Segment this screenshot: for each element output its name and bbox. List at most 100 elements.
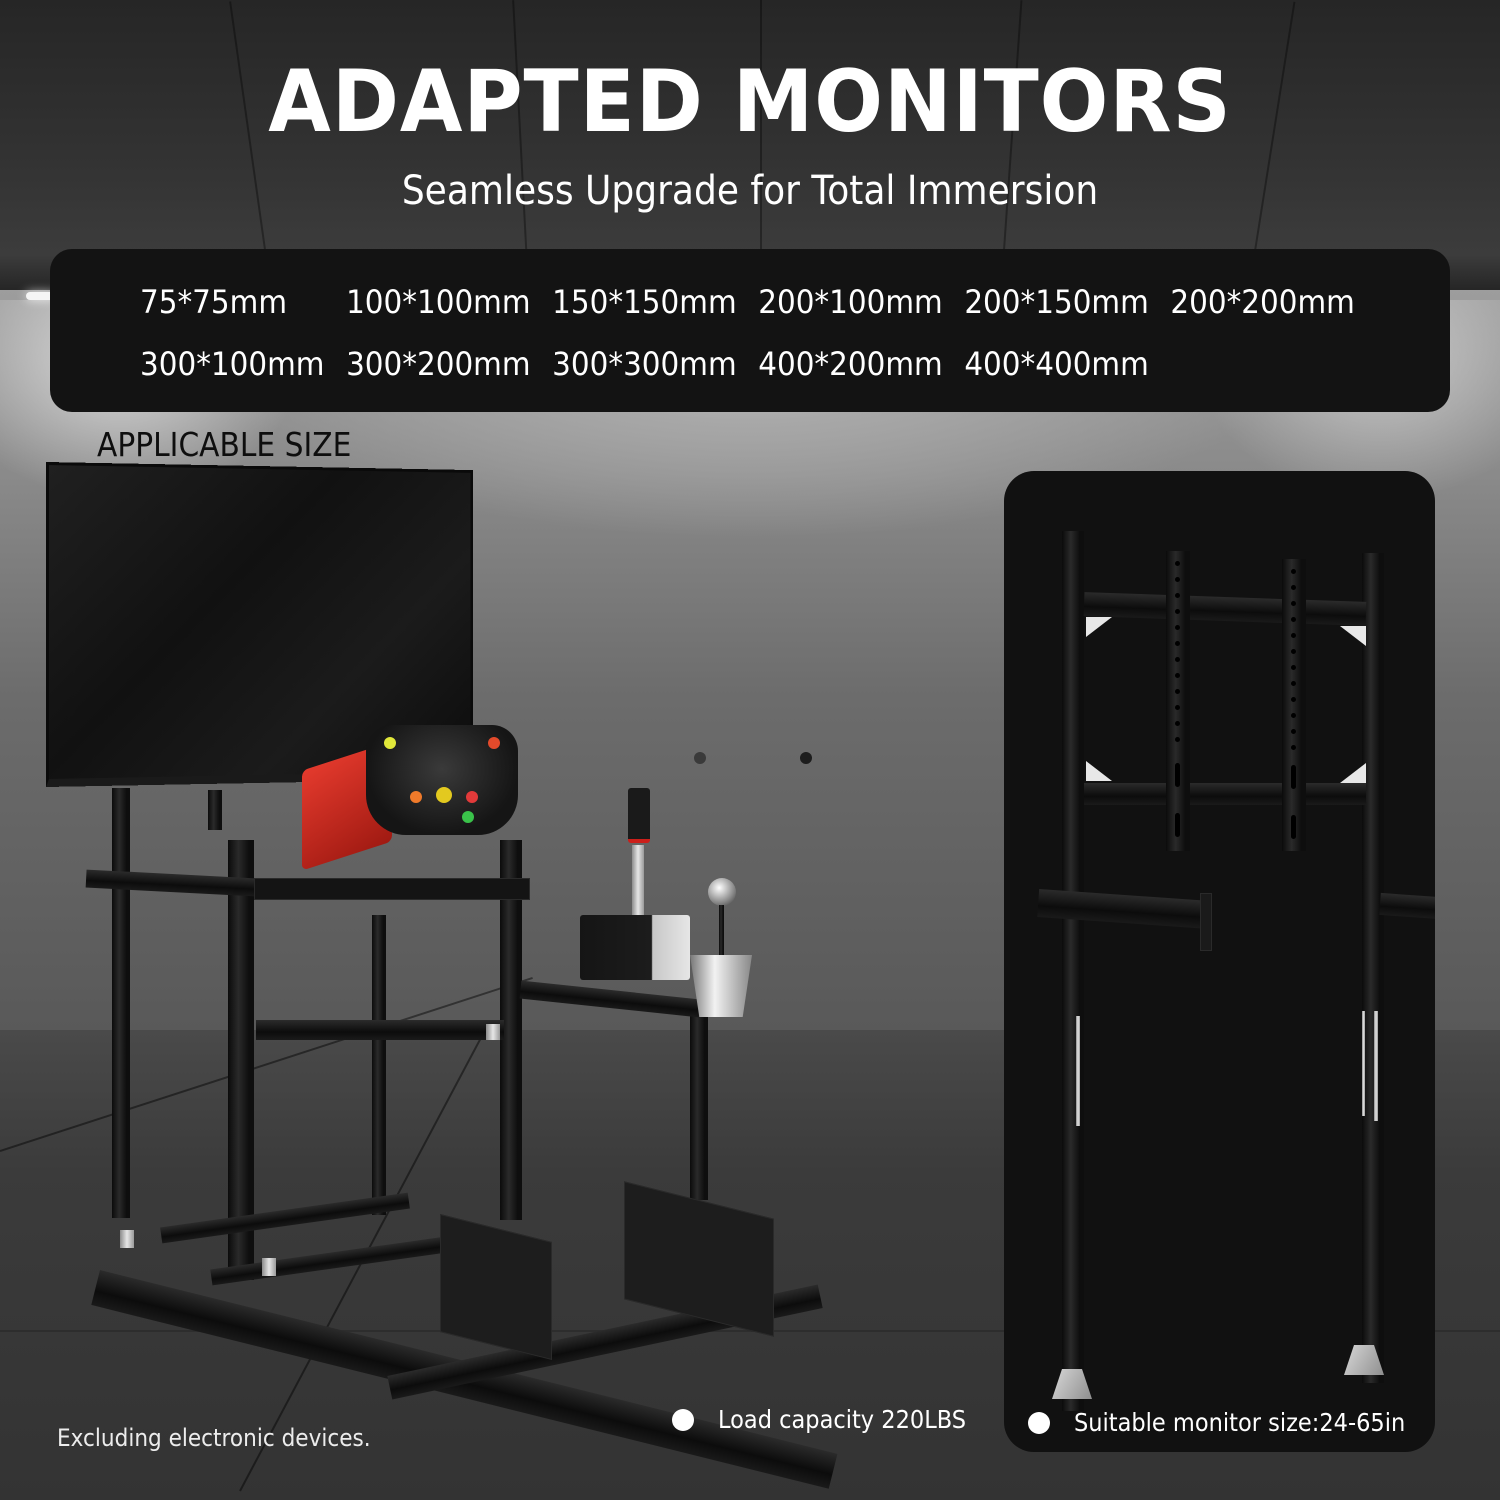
monitor-post [208, 790, 222, 830]
mount-hole [1291, 569, 1296, 574]
page-subtitle: Seamless Upgrade for Total Immersion [401, 168, 1099, 214]
rail-strip [1076, 1016, 1080, 1126]
size-item: 75*75mm [140, 283, 287, 321]
mount-slot [1291, 765, 1296, 789]
mount-hole [1175, 705, 1180, 710]
wheel-button-icon [488, 737, 500, 749]
mount-hole [1175, 593, 1180, 598]
corner-bracket [486, 1024, 500, 1040]
gear-stick [719, 905, 724, 955]
shifter-box-icon [580, 915, 690, 980]
wheel-button-icon [384, 737, 396, 749]
size-item: 200*200mm [1170, 283, 1355, 321]
size-item: 300*300mm [552, 345, 737, 383]
mount-hole [1291, 729, 1296, 734]
wall-hole [694, 752, 706, 764]
frame-upright [690, 1000, 708, 1200]
mount-hole [1175, 737, 1180, 742]
applicable-sizes-panel: 75*75mm 100*100mm 150*150mm 200*100mm 20… [50, 249, 1450, 412]
sizes-row-2: 300*100mm 300*200mm 300*300mm 400*200mm … [140, 345, 1170, 383]
applicable-size-label: APPLICABLE SIZE [97, 425, 352, 464]
wheel-button-icon [436, 787, 452, 803]
handbrake-icon [628, 788, 650, 843]
arm-end-plate [1200, 893, 1212, 951]
frame-upright [112, 788, 130, 1218]
mount-hole [1291, 601, 1296, 606]
size-item: 300*200mm [346, 345, 531, 383]
rail-strip [1362, 1011, 1365, 1116]
size-item: 300*100mm [140, 345, 325, 383]
stand-upright [1362, 553, 1384, 1383]
spec-text: Suitable monitor size:24-65in [1074, 1408, 1406, 1437]
stand-crossbar [1084, 783, 1366, 805]
spec-text: Load capacity 220LBS [718, 1405, 967, 1434]
sizes-row-1: 75*75mm 100*100mm 150*150mm 200*100mm 20… [140, 283, 1376, 321]
rail-strip [1374, 1011, 1378, 1121]
mount-hole [1291, 665, 1296, 670]
mount-slot [1175, 813, 1180, 837]
corner-bracket [1086, 617, 1112, 637]
mount-hole [1175, 609, 1180, 614]
excluding-devices-note: Excluding electronic devices. [57, 1424, 371, 1452]
size-item: 200*100mm [758, 283, 943, 321]
size-item: 150*150mm [552, 283, 737, 321]
stand-upright [1062, 531, 1084, 1411]
floor-seam [0, 1330, 1500, 1332]
mount-slot [1175, 763, 1180, 787]
mount-hole [1175, 657, 1180, 662]
mount-hole [1175, 721, 1180, 726]
size-item: 400*200mm [758, 345, 943, 383]
frame-upright [500, 840, 522, 1220]
spec-monitor-size: Suitable monitor size:24-65in [1028, 1408, 1442, 1437]
page-title: ADAPTED MONITORS [268, 52, 1232, 152]
mount-hole [1175, 577, 1180, 582]
gear-shifter-icon [690, 955, 752, 1017]
mount-hole [1175, 561, 1180, 566]
stand-foot-icon [1052, 1369, 1092, 1399]
steering-wheel-icon [366, 725, 518, 835]
mount-hole [1291, 745, 1296, 750]
mount-hole [1291, 713, 1296, 718]
stand-crossbar [1083, 592, 1367, 626]
vesa-plate [1166, 551, 1190, 851]
size-item: 100*100mm [346, 283, 531, 321]
gear-knob-icon [708, 878, 736, 906]
spec-load-capacity: Load capacity 220LBS [672, 1405, 994, 1434]
side-arm [1379, 892, 1435, 920]
mount-hole [1291, 697, 1296, 702]
shifter-arm [519, 980, 701, 1018]
frame-upright [228, 840, 254, 1280]
handbrake-lever [632, 845, 644, 915]
seat-bracket [440, 1214, 552, 1360]
wheel-button-icon [466, 791, 478, 803]
mount-hole [1291, 681, 1296, 686]
size-item: 400*400mm [964, 345, 1149, 383]
corner-bracket [120, 1230, 134, 1248]
corner-bracket [262, 1258, 276, 1276]
mount-hole [1291, 649, 1296, 654]
bullet-dot-icon [1028, 1411, 1050, 1434]
ceiling-seam [760, 0, 762, 300]
wall-hole [800, 752, 812, 764]
mount-hole [1291, 633, 1296, 638]
mount-slot [1291, 815, 1296, 839]
frame-upright [372, 915, 386, 1215]
vesa-plate [1282, 559, 1306, 851]
wheel-deck [254, 878, 530, 900]
mount-hole [1175, 641, 1180, 646]
monitor-stand-image [1004, 471, 1435, 1452]
mount-hole [1291, 617, 1296, 622]
corner-bracket [1086, 761, 1112, 781]
ceiling-lamp-icon [26, 292, 56, 300]
wheel-button-icon [462, 811, 474, 823]
mount-hole [1175, 625, 1180, 630]
sim-racing-rig-with-monitor-image [46, 462, 838, 1489]
pedal-crossbar [160, 1192, 410, 1244]
mount-hole [1175, 689, 1180, 694]
mount-hole [1291, 585, 1296, 590]
size-item: 200*150mm [964, 283, 1149, 321]
seat-bracket [624, 1181, 774, 1337]
mount-hole [1175, 673, 1180, 678]
frame-crossbar [256, 1020, 504, 1040]
bullet-dot-icon [672, 1408, 694, 1431]
